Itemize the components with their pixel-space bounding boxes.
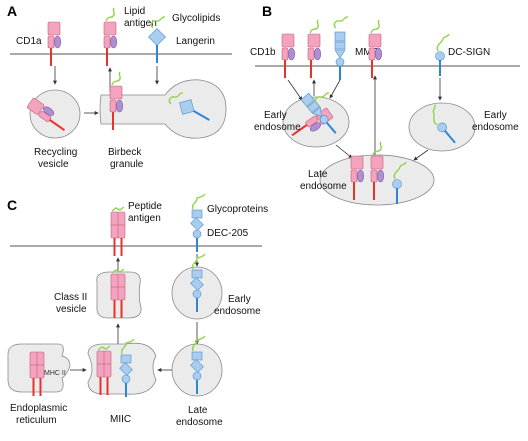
cd1b-molecule-1 (281, 33, 296, 79)
mmr-label: MMR (355, 47, 379, 58)
recycling-vesicle-line2: vesicle (38, 159, 69, 170)
surface-mhc-ii-molecule (111, 207, 125, 256)
recycling-vesicle (29, 89, 81, 139)
glycoproteins-label: Glycoproteins (207, 204, 268, 215)
langerin-label: Langerin (176, 36, 215, 47)
mhc-ii-label: MHC II (44, 370, 66, 377)
panel-c-letter: C (7, 197, 17, 213)
dc-sign-label: DC-SIGN (448, 47, 490, 58)
miic-label: MIIC (110, 414, 131, 425)
dec205-label: DEC-205 (207, 228, 249, 239)
langerin-molecule (147, 27, 167, 65)
arrow-b-3 (329, 79, 341, 99)
mmr-molecule (334, 31, 346, 81)
mmr-glycolipid-icon (333, 16, 349, 29)
dc-sign-molecule (434, 33, 450, 77)
cd1b-molecule-2 (308, 20, 321, 78)
cd1a-lipid-molecule (104, 8, 117, 66)
cd1a-label: CD1a (16, 36, 42, 47)
panel-b-letter: B (262, 3, 272, 19)
panel-a-letter: A (7, 3, 17, 19)
cd1b-label: CD1b (250, 47, 276, 58)
arrow-b-1 (287, 79, 303, 101)
recycling-vesicle-line1: Recycling (34, 147, 77, 158)
birbeck-granule (99, 79, 227, 139)
cd1a-molecule (47, 21, 62, 67)
arrow-b-6 (335, 144, 353, 159)
dec205-molecule (189, 193, 206, 253)
arrow-b-7 (413, 149, 429, 161)
glycolipids-label: Glycolipids (172, 13, 220, 24)
